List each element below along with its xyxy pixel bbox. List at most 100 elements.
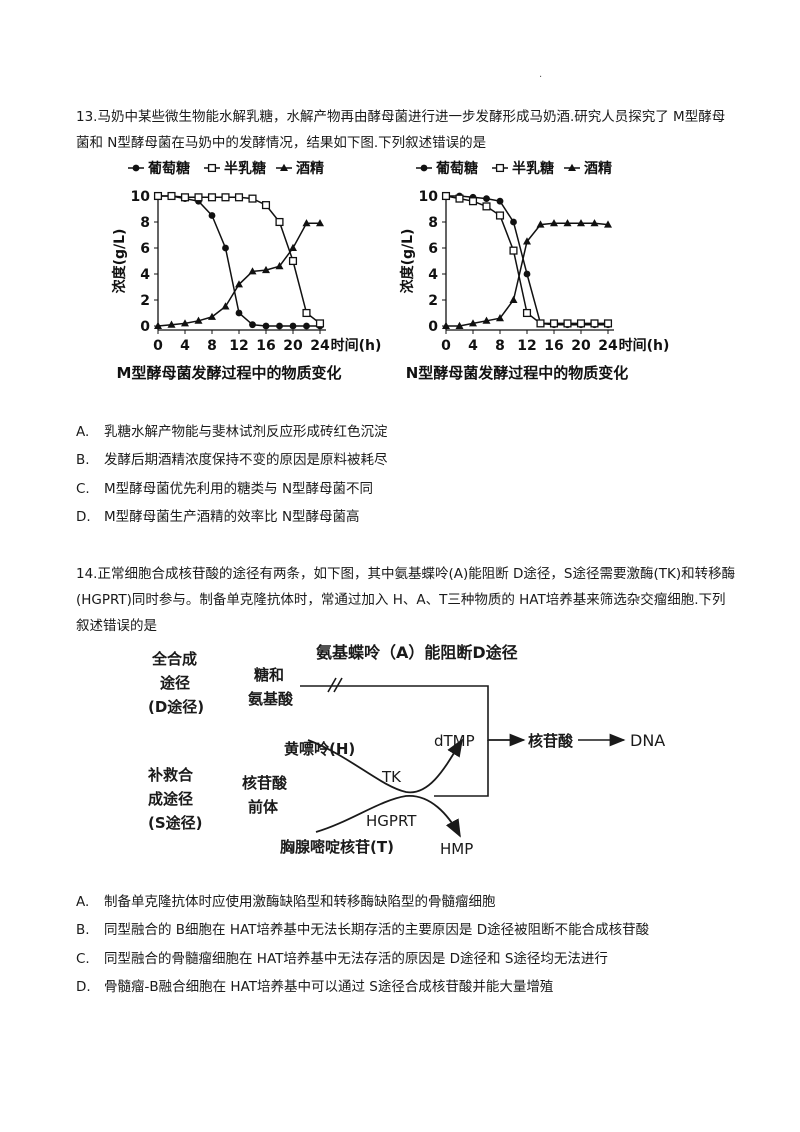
chart-n-point-0-5 [510, 218, 517, 226]
q14-option-d: D.骨髓瘤-B融合细胞在 HAT培养基中可以通过 S途径合成核苷酸并能大量增殖 [76, 979, 554, 995]
chart-m-legend-label-2: 酒精 [296, 160, 324, 177]
chart-m-point-1-10 [288, 256, 298, 266]
chart-m-point-2-1 [167, 320, 176, 328]
chart-n-legend-label-0: 葡萄糖 [435, 160, 478, 177]
chart-n-xtick-label-4: 4 [468, 338, 478, 354]
chart-m-point-2-3 [194, 316, 203, 324]
chart-m-point-0-4 [208, 212, 216, 219]
chart-n-legend-label-2: 酒精 [584, 160, 612, 177]
chart-n-point-2-12 [604, 220, 612, 228]
chart-m-point-2-9 [275, 262, 284, 270]
chart-m-xtick-label-16: 16 [256, 338, 275, 354]
chart-m-legend-marker-2 [280, 163, 288, 171]
chart-n-xtick-label-24: 24 [598, 338, 618, 354]
chart-n-point-2-5 [509, 295, 518, 303]
hypoxanthine-label: 黄嘌呤(H) [284, 740, 355, 758]
chart-n-xtick-label-16: 16 [544, 338, 563, 354]
chart-n-xtick-label-8: 8 [495, 338, 505, 354]
chart-m-x-unit: 时间(h) [331, 337, 382, 354]
chart-m-point-1-4 [207, 193, 217, 202]
chart-n-ytick-label-6: 6 [428, 241, 438, 257]
thymidine-label: 胸腺嘧啶核苷(T) [280, 838, 394, 856]
chart-n-point-2-2 [469, 319, 477, 327]
chart-m-legend: 葡萄糖半乳糖酒精 [128, 160, 324, 177]
chart-m-point-1-12 [315, 319, 325, 328]
block-label: 氨基蝶呤（A）能阻断D途径 [316, 643, 518, 662]
chart-m-point-0-5 [222, 244, 229, 252]
nucleotide-label: 核苷酸 [528, 732, 574, 750]
chart-n-point-2-11 [590, 219, 599, 227]
chart-m-point-1-9 [275, 217, 284, 227]
chart-m-point-0-7 [249, 321, 256, 329]
d-path-title-3: (D途径) [148, 698, 204, 716]
q14-stem: 14.正常细胞合成核苷酸的途径有两条，如下图，其中氨基蝶呤(A)能阻断 D途径，… [76, 566, 736, 634]
chart-n-point-0-4 [496, 197, 504, 205]
chart-m-point-0-9 [276, 322, 283, 330]
chart-m-point-1-6 [234, 193, 244, 202]
chart-n-point-2-8 [550, 219, 558, 227]
chart-n-point-1-8 [549, 319, 559, 328]
chart-m-point-2-0 [154, 321, 162, 329]
chart-n-point-2-0 [442, 321, 450, 329]
chart-m-point-2-5 [221, 302, 230, 310]
chart-m-point-1-0 [153, 191, 163, 201]
chart-n-legend-label-1: 半乳糖 [512, 160, 554, 177]
chart-m-point-1-5 [221, 193, 230, 202]
chart-n-ytick-label-4: 4 [428, 267, 438, 283]
sugar-aa-2: 氨基酸 [248, 690, 294, 708]
s-path-title-1: 补救合 [147, 766, 194, 784]
chart-m-ytick-label-10: 10 [131, 189, 151, 205]
chart-n-legend-marker-1 [495, 163, 505, 173]
chart-m-ytick-label-6: 6 [140, 241, 150, 257]
hgprt-label: HGPRT [366, 812, 417, 830]
chart-m-series-2 [154, 219, 324, 329]
chart-m-point-1-11 [302, 308, 311, 318]
chart-m-point-1-3 [194, 193, 203, 202]
chart-n-point-1-3 [482, 202, 491, 211]
dtmp-label: dTMP [434, 732, 475, 750]
chart-n-point-0-3 [483, 195, 490, 202]
chart-m-xtick-label-24: 24 [310, 338, 330, 354]
chart-n-point-1-1 [455, 194, 464, 203]
chart-n-xtick-label-20: 20 [571, 338, 591, 354]
s-path-title-3: (S途径) [148, 814, 203, 832]
chart-n-series-0 [442, 192, 612, 329]
chart-n-ytick-label-0: 0 [428, 319, 438, 335]
chart-n-point-1-5 [509, 246, 518, 255]
chart-m-legend-marker-0 [132, 164, 140, 172]
chart-m-point-1-7 [248, 194, 257, 203]
chart-m-point-1-8 [261, 201, 271, 210]
chart-m-ytick-label-8: 8 [140, 215, 150, 231]
chart-n-point-1-10 [576, 319, 586, 328]
chart-m-ytick-label-0: 0 [140, 319, 150, 335]
chart-m-legend-label-0: 葡萄糖 [147, 160, 190, 177]
chart-n-point-2-10 [577, 219, 585, 227]
chart-m-xtick-label-20: 20 [283, 338, 303, 354]
chart-m-point-0-8 [262, 322, 270, 330]
chart-n-x-unit: 时间(h) [619, 337, 670, 354]
q14-option-a: A.制备单克隆抗体时应使用激酶缺陷型和转移酶缺陷型的骨髓瘤细胞 [76, 894, 496, 910]
d-path-title-2: 途径 [160, 674, 190, 692]
chart-n-legend-marker-0 [420, 164, 428, 172]
chart-n-ytick-label-2: 2 [428, 293, 438, 309]
chart-n-point-1-6 [522, 308, 532, 318]
chart-n-series-2 [442, 219, 612, 329]
chart-m-series-1 [153, 191, 325, 328]
chart-m-point-2-6 [235, 280, 243, 288]
chart-m-point-0-11 [303, 322, 310, 330]
chart-m-point-2-7 [248, 267, 257, 275]
chart-n-series-line-0 [446, 195, 608, 326]
chart-m-point-1-2 [180, 193, 190, 202]
tk-label: TK [381, 768, 402, 786]
chart-m-legend-marker-1 [207, 163, 217, 173]
chart-m-y-label: 浓度(g/L) [111, 229, 128, 294]
q14-option-b: B.同型融合的 B细胞在 HAT培养基中无法长期存活的主要原因是 D途径被阻断不… [76, 922, 650, 938]
chart-n-point-2-1 [455, 321, 464, 329]
chart-n-point-2-4 [496, 314, 504, 322]
chart-n-xtick-label-0: 0 [441, 338, 451, 354]
page-mark: · [539, 72, 543, 83]
q13-stem: 13.马奶中某些微生物能水解乳糖，水解产物再由酵母菌进行进一步发酵形成马奶酒.研… [76, 109, 726, 151]
chart-n-legend: 葡萄糖 半乳糖 酒精 [416, 160, 612, 177]
